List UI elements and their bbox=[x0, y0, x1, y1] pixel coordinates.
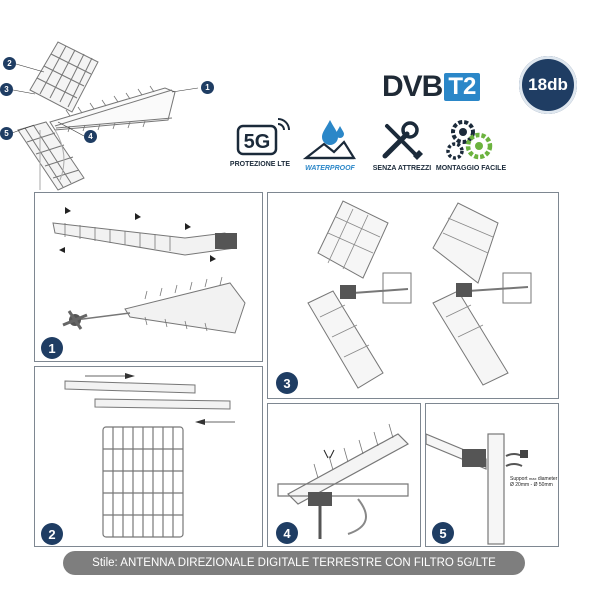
feature-waterproof-caption: WATERPROOF bbox=[305, 165, 355, 172]
hero-antenna-illustration: 2 3 1 5 4 bbox=[0, 30, 230, 195]
step-5-badge: 5 bbox=[432, 522, 454, 544]
feature-5g-caption: PROTEZIONE LTE bbox=[229, 161, 291, 168]
step-4-badge: 4 bbox=[276, 522, 298, 544]
callout-1: 1 bbox=[201, 81, 214, 94]
step-2-badge: 2 bbox=[41, 523, 63, 545]
water-drop-icon bbox=[302, 120, 356, 160]
feature-easy-mounting-caption: MONTAGGIO FACILE bbox=[435, 165, 507, 172]
5g-signal-icon: 5G bbox=[236, 118, 290, 156]
step-4-panel: 4 bbox=[267, 403, 421, 547]
support-label-range: Ø 20mm - Ø 50mm bbox=[510, 482, 553, 488]
step-1-badge: 1 bbox=[41, 337, 63, 359]
feature-waterproof: WATERPROOF bbox=[290, 118, 370, 173]
step-2-panel: 2 bbox=[34, 366, 263, 547]
tools-icon bbox=[382, 121, 423, 160]
t2-logo-text: T2 bbox=[444, 73, 481, 101]
dvb-logo-text: DVB bbox=[382, 70, 443, 103]
feature-5g: 5G PROTEZIONE LTE bbox=[220, 118, 300, 169]
step-3-panel: 3 bbox=[267, 192, 559, 399]
gears-icon bbox=[446, 120, 493, 160]
callout-4: 4 bbox=[84, 130, 97, 143]
step-3-badge: 3 bbox=[276, 372, 298, 394]
dvb-t2-logo: DVB T2 bbox=[382, 70, 481, 104]
support-label: Support max diameter Ø 20mm - Ø 50mm bbox=[510, 476, 557, 488]
callout-3: 3 bbox=[0, 83, 13, 96]
step-1-panel: 1 bbox=[34, 192, 263, 362]
support-label-line1: Support bbox=[510, 476, 528, 482]
support-label-max: max bbox=[528, 476, 537, 481]
gain-badge: 18db bbox=[519, 56, 577, 114]
feature-easy-mounting: MONTAGGIO FACILE bbox=[431, 118, 511, 173]
support-label-diameter: diameter bbox=[537, 476, 558, 482]
callout-2: 2 bbox=[3, 57, 16, 70]
step-5-panel: Support max diameter Ø 20mm - Ø 50mm 5 bbox=[425, 403, 559, 547]
feature-no-tools: SENZA ATTREZZI bbox=[362, 118, 442, 173]
5g-title: 5G bbox=[244, 131, 271, 153]
image-caption: Stile: ANTENNA DIREZIONALE DIGITALE TERR… bbox=[63, 551, 525, 575]
feature-no-tools-caption: SENZA ATTREZZI bbox=[372, 165, 432, 172]
callout-5: 5 bbox=[0, 127, 13, 140]
